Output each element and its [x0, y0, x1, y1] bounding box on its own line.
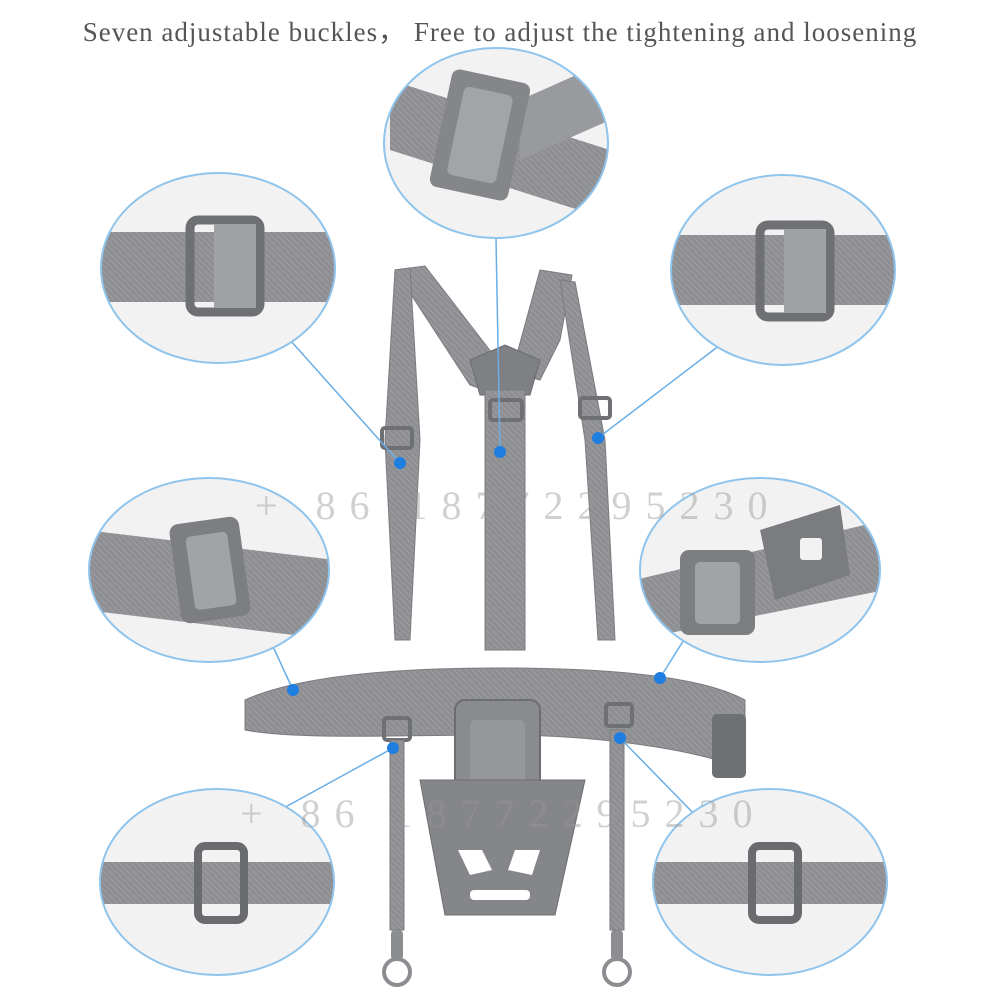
- belt-release-buckle: [712, 714, 746, 778]
- callout-upper-right: [670, 174, 896, 366]
- leader-lines: [269, 237, 721, 821]
- callout-top-center: [383, 47, 609, 239]
- center-buckle: [488, 398, 524, 422]
- callout-middle-left: [88, 477, 330, 663]
- left-vertical-strap: [384, 267, 421, 641]
- pointer-dots: [287, 432, 666, 754]
- right-vertical-strap: [559, 279, 616, 641]
- callout-middle-right: [639, 477, 881, 663]
- center-strap: [484, 389, 526, 651]
- left-snap-hook: [382, 957, 412, 987]
- callout-upper-left: [100, 172, 336, 364]
- callout-lower-right: [652, 788, 888, 976]
- left-chest-buckle: [380, 426, 414, 450]
- lower-right-buckle-body: [604, 702, 634, 728]
- watermark-upper: + 86 18772295230: [255, 483, 782, 528]
- callout-lower-left: [99, 788, 335, 976]
- harness: [244, 265, 746, 987]
- right-snap-hook: [602, 957, 632, 987]
- watermark-lower: + 86 18772295230: [240, 791, 767, 836]
- back-plate: [469, 344, 541, 396]
- bottom-plate: [419, 779, 586, 916]
- right-chest-buckle: [578, 396, 612, 420]
- headline: Seven adjustable buckles， Free to adjust…: [82, 17, 918, 47]
